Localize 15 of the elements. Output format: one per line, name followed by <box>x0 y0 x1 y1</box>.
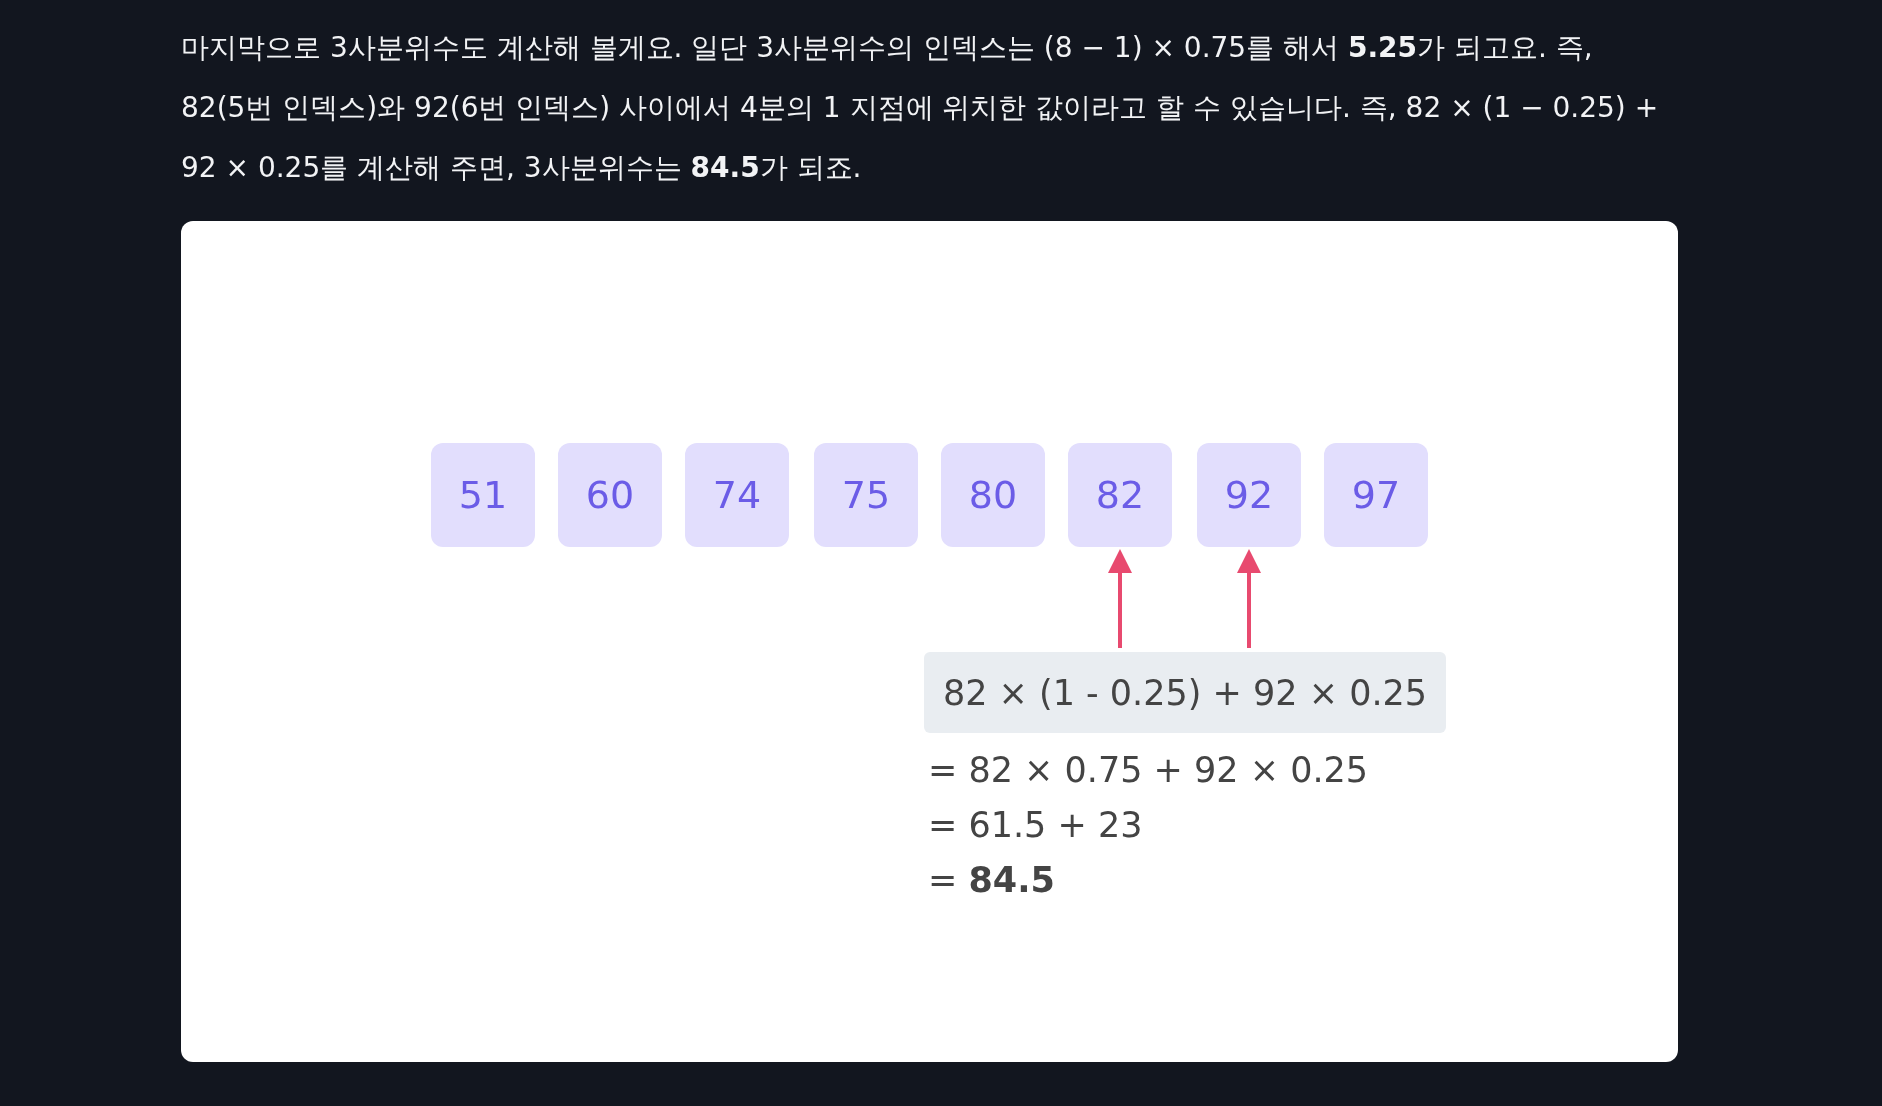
number-box: 80 <box>941 443 1045 547</box>
number-box: 74 <box>685 443 789 547</box>
equation-line: = 82 × 0.75 + 92 × 0.25 <box>928 750 1369 790</box>
number-box: 75 <box>814 443 918 547</box>
number-box: 92 <box>1197 443 1301 547</box>
arrow <box>1108 549 1132 648</box>
equation-line: = 84.5 <box>928 860 1055 900</box>
formula-box: 82 × (1 - 0.25) + 92 × 0.25 <box>924 652 1446 733</box>
number-box: 82 <box>1068 443 1172 547</box>
arrow <box>1237 549 1261 648</box>
number-box: 51 <box>431 443 535 547</box>
equation-line: = 61.5 + 23 <box>928 805 1143 845</box>
paragraph: 마지막으로 3사분위수도 계산해 볼게요. 일단 3사분위수의 인덱스는 (8 − 1) × 0.75를 해서 5.25가 되고요. 즉, 82(5번 인덱스)와 92(6번 인덱스) 사이에서 4분의 1 지점에 위치한 값이라고 할 수 있습니다. 즉, 82 × (1 − 0.25) + 92 × 0.25를 계산해 주면, 3사분위수는 84.5가 되죠. <box>181 30 1660 186</box>
number-box: 60 <box>558 443 662 547</box>
number-box: 97 <box>1324 443 1428 547</box>
